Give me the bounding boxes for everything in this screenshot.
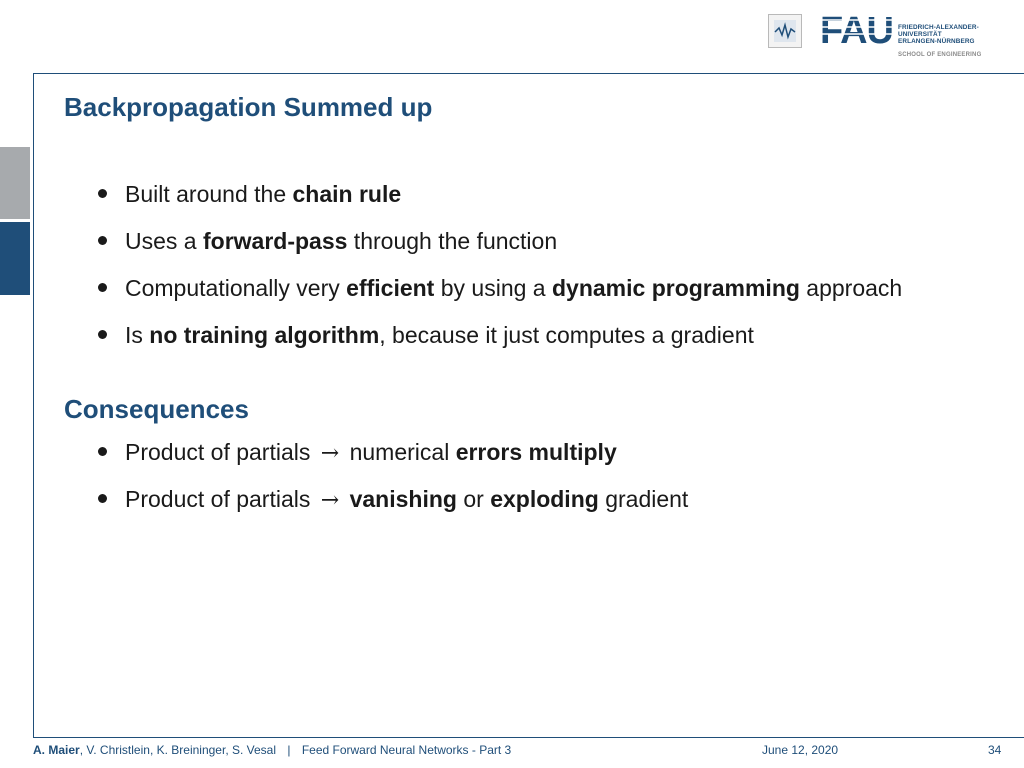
section-title: Consequences (64, 394, 249, 424)
bullet-item: Product of partials → numerical errors m… (98, 436, 688, 483)
consequence-list: Product of partials → numerical errors m… (98, 436, 688, 530)
text-segment: numerical (343, 439, 456, 465)
footer-rule (33, 737, 1024, 738)
lead-author: A. Maier (33, 743, 80, 757)
text-segment: through the function (347, 228, 558, 254)
bullet-dot-icon (98, 189, 107, 198)
bullet-dot-icon (98, 447, 107, 456)
bold-text: errors multiply (455, 439, 617, 465)
footer-separator: | (287, 743, 291, 757)
university-line-3: ERLANGEN-NÜRNBERG (898, 38, 975, 46)
bullet-item: Product of partials → vanishing or explo… (98, 483, 688, 530)
other-authors: , V. Christlein, K. Breininger, S. Vesal (79, 743, 277, 757)
side-tab-gray (0, 147, 30, 219)
text-segment: Is (125, 322, 150, 348)
bold-text: vanishing (349, 486, 457, 512)
slide-title: Backpropagation Summed up (64, 92, 433, 122)
text-segment: or (456, 486, 491, 512)
fau-logo-text: FAU (820, 12, 893, 46)
small-logo (768, 14, 802, 48)
bold-text: dynamic programming (551, 275, 800, 301)
slide-frame (33, 73, 1024, 737)
page-number: 34 (988, 743, 1002, 757)
text-segment: gradient (598, 486, 689, 512)
text-segment: , because it just computes a gradient (379, 322, 754, 348)
bold-text: chain rule (292, 181, 402, 207)
text-segment: Built around the (125, 181, 293, 207)
text-segment: by using a (434, 275, 552, 301)
bold-text: exploding (490, 486, 599, 512)
university-line-2: UNIVERSITÄT (898, 31, 942, 39)
arrow-symbol: → (320, 441, 340, 466)
bold-text: forward-pass (202, 228, 348, 254)
bullet-dot-icon (98, 330, 107, 339)
text-segment: Product of partials (125, 486, 317, 512)
waveform-icon (774, 20, 796, 42)
bullet-item: Computationally very efficient by using … (98, 272, 902, 319)
text-segment: Uses a (125, 228, 203, 254)
bullet-item: Uses a forward-pass through the function (98, 225, 902, 272)
text-segment: approach (799, 275, 903, 301)
bullet-item: Built around the chain rule (98, 178, 902, 225)
bold-text: no training algorithm (149, 322, 380, 348)
bold-text: efficient (346, 275, 435, 301)
arrow-symbol: → (320, 488, 340, 513)
side-tab-blue (0, 222, 30, 295)
bullet-dot-icon (98, 283, 107, 292)
footer-authors: A. Maier, V. Christlein, K. Breininger, … (33, 743, 511, 757)
bullet-dot-icon (98, 236, 107, 245)
university-line-1: FRIEDRICH-ALEXANDER- (898, 24, 979, 31)
fau-logo: FAU (820, 12, 898, 46)
text-segment: Computationally very (125, 275, 347, 301)
lecture-title: Feed Forward Neural Networks - Part 3 (301, 743, 512, 757)
text-segment: Product of partials (125, 439, 317, 465)
bullet-dot-icon (98, 494, 107, 503)
school-name: SCHOOL OF ENGINEERING (898, 52, 982, 58)
footer-date: June 12, 2020 (762, 743, 839, 757)
university-name: FRIEDRICH-ALEXANDER- UNIVERSITÄT ERLANGE… (898, 24, 979, 46)
bullet-item: Is no training algorithm, because it jus… (98, 319, 902, 366)
